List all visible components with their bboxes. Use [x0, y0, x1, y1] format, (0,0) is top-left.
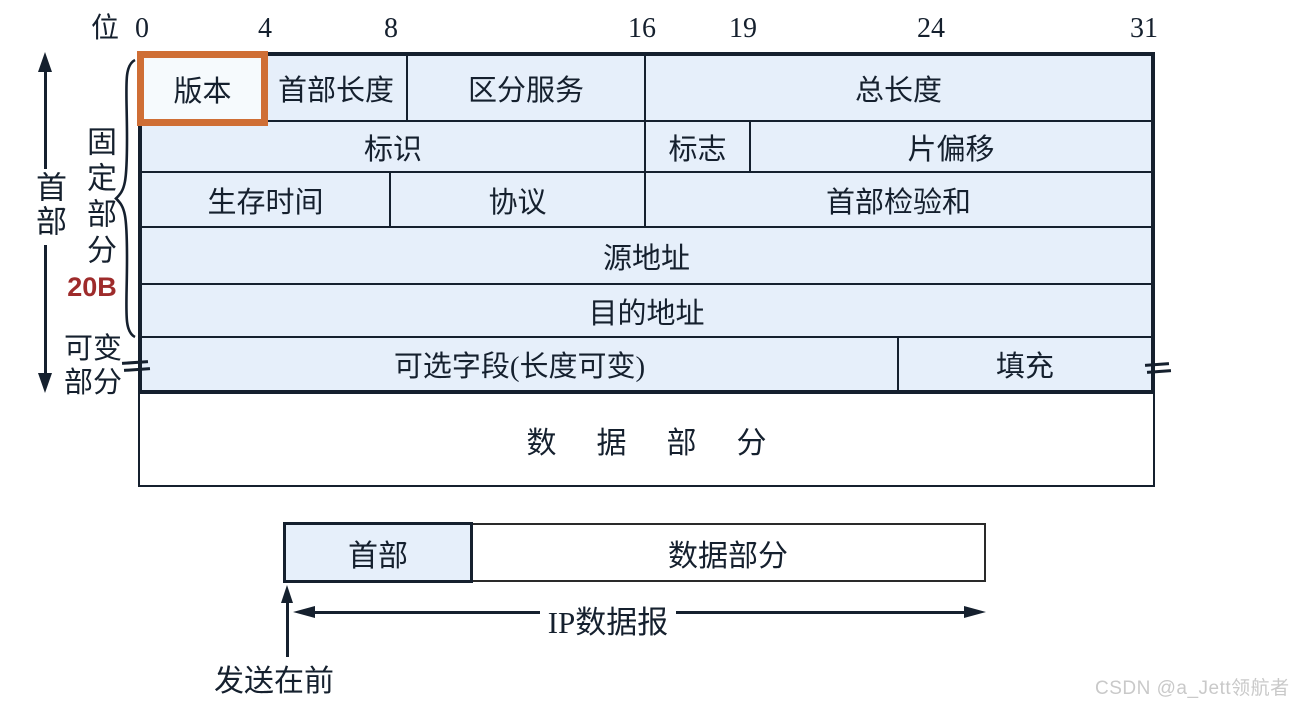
field-flags: 标志 — [645, 121, 750, 172]
bit-tick-31: 31 — [1130, 13, 1158, 44]
ip-header-table: 版本 首部长度 区分服务 总长度 标识 标志 片偏移 生存时间 协议 首部检验和… — [137, 51, 1155, 394]
watermark: CSDN @a_Jett领航者 — [1095, 678, 1290, 699]
bit-unit-label: 位 — [90, 13, 120, 44]
send-first-arrow-line — [286, 600, 289, 657]
field-padding: 填充 — [898, 337, 1152, 391]
field-destination-address: 目的地址 — [141, 284, 1152, 337]
break-mark-right-icon — [1144, 362, 1170, 367]
send-first-label: 发送在前 — [214, 665, 334, 698]
field-identification: 标识 — [141, 121, 645, 172]
fixed-part-size-label: 20B — [67, 272, 117, 302]
ip-datagram-arrow-line — [312, 611, 540, 614]
fixed-part-label: 固定部分 — [82, 126, 115, 270]
bit-tick-4: 4 — [258, 13, 272, 44]
header-span-arrow-line — [44, 245, 47, 373]
bit-tick-8: 8 — [384, 13, 398, 44]
variable-part-label: 可变部分 — [63, 333, 122, 399]
field-protocol: 协议 — [390, 172, 645, 227]
ip-datagram-arrow-left-icon — [293, 606, 315, 618]
field-fragment-offset: 片偏移 — [750, 121, 1152, 172]
field-header-length: 首部长度 — [265, 55, 407, 121]
field-ttl: 生存时间 — [141, 172, 390, 227]
bit-tick-0: 0 — [135, 13, 149, 44]
header-span-label: 首部 — [31, 171, 66, 239]
fixed-part-brace-icon — [114, 58, 136, 339]
send-first-arrow-up-icon — [281, 585, 293, 603]
ip-datagram-label: IP数据报 — [547, 605, 669, 640]
datagram-data-box: 数据部分 — [470, 523, 986, 582]
header-span-arrow-down-icon — [38, 373, 52, 393]
bit-tick-24: 24 — [917, 13, 945, 44]
field-version-highlighted: 版本 — [137, 51, 268, 126]
header-span-arrow-up-icon — [38, 52, 52, 72]
break-mark-right-icon — [1146, 369, 1172, 374]
ip-datagram-arrow-line — [676, 611, 964, 614]
header-span-arrow-line — [44, 70, 47, 169]
ip-datagram-arrow-right-icon — [964, 606, 986, 618]
datagram-header-box: 首部 — [283, 522, 473, 583]
bit-tick-19: 19 — [729, 13, 757, 44]
field-source-address: 源地址 — [141, 227, 1152, 284]
field-dscp: 区分服务 — [407, 55, 645, 121]
field-total-length: 总长度 — [645, 55, 1152, 121]
field-options: 可选字段(长度可变) — [141, 337, 898, 391]
bit-tick-16: 16 — [628, 13, 656, 44]
field-data-section: 数据部分 — [138, 392, 1155, 487]
field-header-checksum: 首部检验和 — [645, 172, 1152, 227]
